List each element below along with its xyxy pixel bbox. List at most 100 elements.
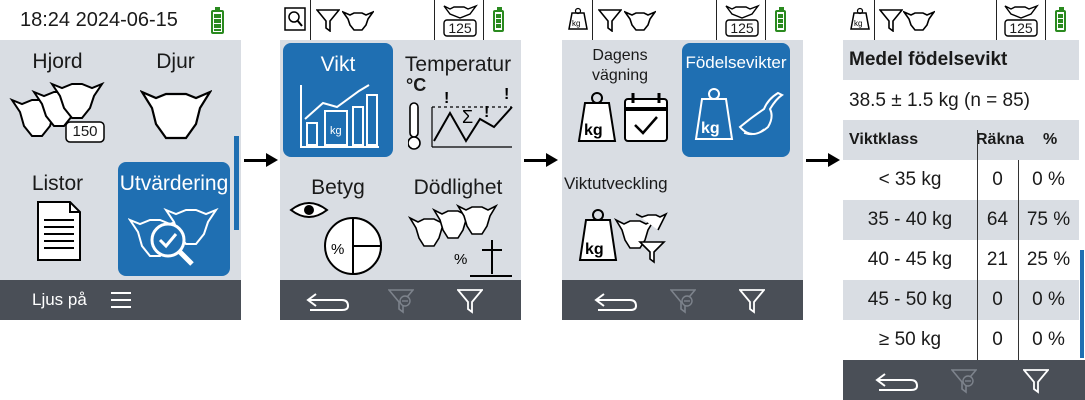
- tile-rating-label: Betyg: [311, 176, 365, 199]
- column-divider: [977, 160, 978, 360]
- document-list-icon: [37, 201, 81, 261]
- cell-weight-class: < 35 kg: [878, 169, 942, 190]
- page-title: Medel födelsevikt: [849, 49, 1008, 70]
- hamburger-menu-icon[interactable]: [110, 291, 132, 309]
- tile-mortality[interactable]: Dödlighet %: [398, 166, 518, 280]
- herd-count: 125: [730, 20, 754, 36]
- battery-icon: [211, 7, 224, 34]
- tile-lists[interactable]: Listor: [0, 162, 115, 277]
- tile-evaluation-label: Utvärdering: [119, 172, 229, 195]
- status-divider: [1045, 0, 1046, 40]
- herd-count-icon: [725, 4, 760, 37]
- status-divider: [310, 0, 311, 40]
- herd-count: 125: [1009, 20, 1033, 36]
- status-divider: [592, 0, 593, 40]
- cow-status-icon: [342, 10, 374, 31]
- bottom-bar-2: [280, 280, 521, 320]
- flow-arrow-1: [244, 153, 278, 167]
- scrollbar[interactable]: [1080, 250, 1084, 358]
- status-bar-3: kg 125: [562, 0, 803, 40]
- scrollbar[interactable]: [234, 136, 239, 230]
- svg-text:%: %: [454, 251, 467, 268]
- cow-status-icon: [624, 10, 656, 31]
- menu-content: Hjord 150 Djur Listor: [0, 40, 241, 280]
- clock-date: 18:24 2024-06-15: [20, 9, 178, 31]
- tile-birth-weight[interactable]: Födelsevikter kg: [682, 43, 790, 157]
- mortality-icon: %: [408, 204, 512, 277]
- weight-status-icon: kg: [850, 7, 870, 30]
- cell-count: 0: [992, 289, 1003, 310]
- tile-mortality-label: Dödlighet: [413, 176, 503, 199]
- cell-percent: 0 %: [1032, 169, 1065, 190]
- herd-badge: 150: [72, 123, 98, 140]
- light-toggle-button[interactable]: Ljus på: [32, 290, 87, 309]
- bottom-bar-3: [562, 280, 803, 320]
- svg-text:!: !: [504, 86, 509, 103]
- svg-text:kg: kg: [585, 241, 604, 258]
- back-arrow-icon[interactable]: [306, 290, 350, 312]
- svg-text:kg: kg: [701, 120, 720, 137]
- weight-status-icon: kg: [568, 7, 588, 30]
- screen-birth-weight-table: kg 125 Medel födelsevikt 38.5 ± 1.5 kg (…: [843, 0, 1085, 400]
- table-body: < 35 kg 0 0 % 35 - 40 kg 64 75 % 40 - 45…: [843, 160, 1079, 360]
- back-arrow-icon[interactable]: [594, 290, 638, 312]
- summary-text: 38.5 ± 1.5 kg (n = 85): [849, 90, 1031, 111]
- cell-percent: 25 %: [1026, 249, 1071, 270]
- svg-text:kg: kg: [572, 19, 580, 28]
- status-divider: [716, 0, 717, 40]
- herd-count: 125: [448, 20, 472, 36]
- status-bar: 18:24 2024-06-15: [0, 0, 241, 40]
- cell-percent: 0 %: [1032, 289, 1065, 310]
- table-row[interactable]: 40 - 45 kg 21 25 %: [843, 240, 1079, 280]
- tile-herd[interactable]: Hjord 150: [0, 40, 115, 158]
- tile-herd-label: Hjord: [32, 50, 83, 73]
- herd-count-icon: [1004, 4, 1039, 37]
- tile-temperature-label: Temperatur: [404, 53, 512, 76]
- tile-evaluation[interactable]: Utvärdering: [118, 162, 230, 276]
- table-row[interactable]: 45 - 50 kg 0 0 %: [843, 280, 1079, 320]
- tile-daily-weighing[interactable]: Dagens vägning kg: [565, 43, 675, 157]
- status-bar-2: 125: [280, 0, 521, 40]
- cow-head-icon: [140, 89, 212, 140]
- tile-temperature[interactable]: Temperatur °C ! Σ ! !: [398, 43, 518, 157]
- status-bar-4: kg 125: [843, 0, 1085, 40]
- cell-percent: 75 %: [1026, 209, 1071, 230]
- tile-animal[interactable]: Djur: [118, 40, 233, 158]
- filter-remove-icon[interactable]: [388, 288, 414, 314]
- daily-weighing-icon: kg: [577, 92, 668, 142]
- flow-arrow-3: [806, 153, 840, 167]
- filter-icon[interactable]: [457, 288, 483, 314]
- tile-weight-label: Vikt: [320, 53, 356, 76]
- herd-count-icon: [443, 4, 478, 37]
- table-row[interactable]: < 35 kg 0 0 %: [843, 160, 1079, 200]
- table-row[interactable]: 35 - 40 kg 64 75 %: [843, 200, 1079, 240]
- cell-weight-class: ≥ 50 kg: [878, 329, 942, 350]
- tile-animal-label: Djur: [156, 50, 195, 73]
- battery-icon: [775, 7, 786, 32]
- filter-remove-icon[interactable]: [951, 368, 977, 394]
- tile-weight[interactable]: Vikt kg: [283, 43, 393, 157]
- svg-text:%: %: [331, 241, 344, 258]
- bottom-bar: Ljus på: [0, 280, 241, 320]
- filter-icon[interactable]: [739, 288, 765, 314]
- tile-weight-development[interactable]: Viktutveckling kg: [562, 166, 682, 280]
- cell-count: 64: [986, 209, 1009, 230]
- svg-text:kg: kg: [584, 122, 603, 139]
- rating-pie-icon: %: [289, 202, 383, 276]
- filter-icon[interactable]: [1023, 368, 1049, 394]
- cell-weight-class: 35 - 40 kg: [867, 209, 953, 230]
- status-divider: [765, 0, 766, 40]
- screen-weight: kg 125 Dagens vägning kg: [562, 0, 803, 320]
- weight-development-icon: kg: [578, 209, 668, 264]
- screen-main-menu: 18:24 2024-06-15 Hjord 150 Djur: [0, 0, 241, 320]
- tile-rating[interactable]: Betyg %: [283, 166, 393, 280]
- evaluation-content: Vikt kg Temperatur °C: [280, 40, 521, 280]
- battery-icon: [1055, 7, 1066, 32]
- table-row[interactable]: ≥ 50 kg 0 0 %: [843, 320, 1079, 360]
- svg-text:!: !: [484, 104, 489, 121]
- weight-chart-icon: kg: [300, 84, 379, 148]
- cell-weight-class: 40 - 45 kg: [867, 249, 953, 270]
- filter-remove-icon[interactable]: [670, 288, 696, 314]
- bottom-bar-4: [843, 360, 1085, 400]
- back-arrow-icon[interactable]: [875, 370, 919, 392]
